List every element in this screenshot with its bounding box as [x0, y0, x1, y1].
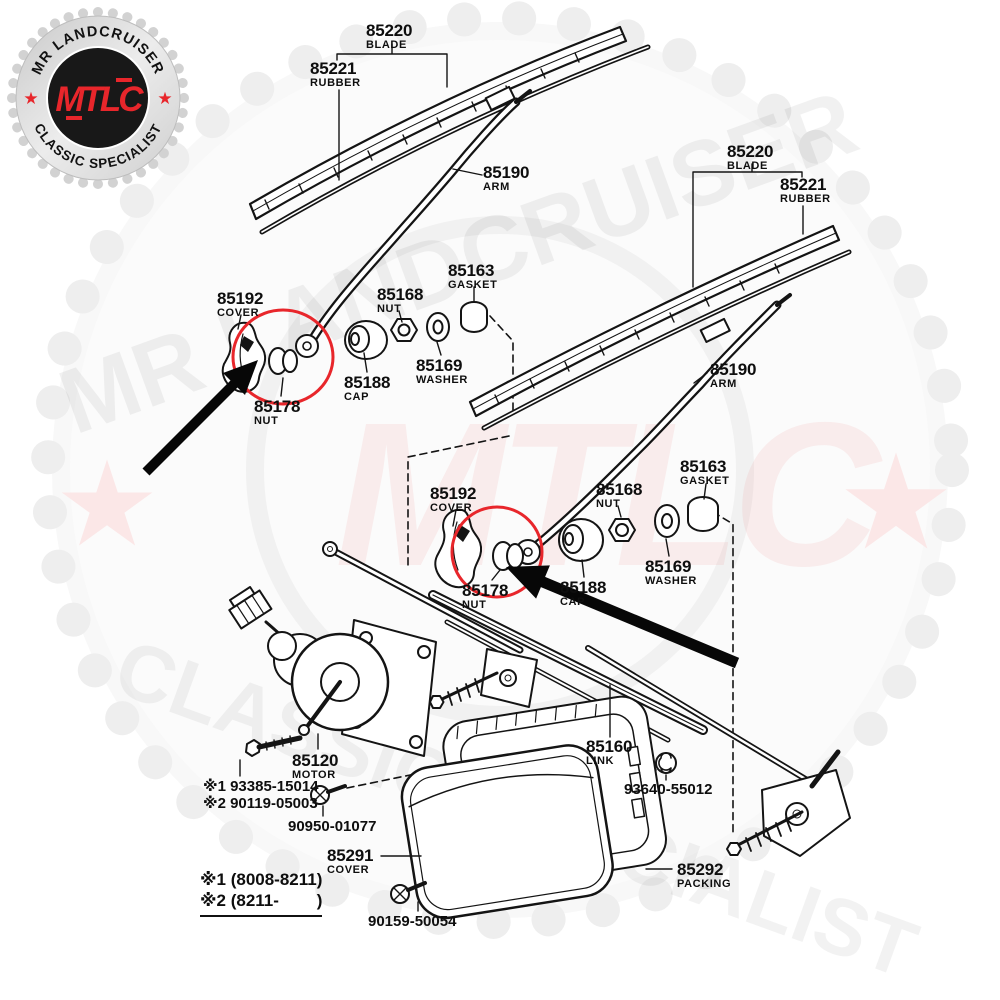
logo-monogram: MTLC [55, 80, 144, 119]
pivot-parts-rear [434, 496, 719, 589]
leader-lines [237, 43, 804, 912]
watermark-star-left-icon: ★ [54, 439, 160, 571]
wiper-diagram-art [221, 25, 852, 920]
callout-annotations [142, 308, 740, 669]
pointer-arrow-front [142, 360, 258, 476]
wiper-blade-front [248, 25, 651, 235]
fasteners [245, 735, 677, 904]
watermark-star-right-icon: ★ [837, 429, 955, 576]
logo-star-right-icon: ★ [157, 89, 172, 108]
wiper-blade-rear [468, 224, 852, 431]
highlight-circle-front-nut [231, 308, 335, 406]
wiper-arm-front [295, 89, 532, 358]
highlight-circle-rear-nut [450, 505, 544, 599]
wiper-motor [228, 586, 437, 757]
logo-speed-lines [66, 78, 132, 120]
watermark-monogram: MTLC [335, 380, 883, 609]
pointer-arrow-rear [506, 565, 740, 669]
brand-logo-badge: MR LANDCRUISER CLASSIC SPECIALIST ★ ★ MT… [7, 7, 189, 189]
logo-star-left-icon: ★ [23, 89, 38, 108]
motor-cover [400, 744, 614, 920]
